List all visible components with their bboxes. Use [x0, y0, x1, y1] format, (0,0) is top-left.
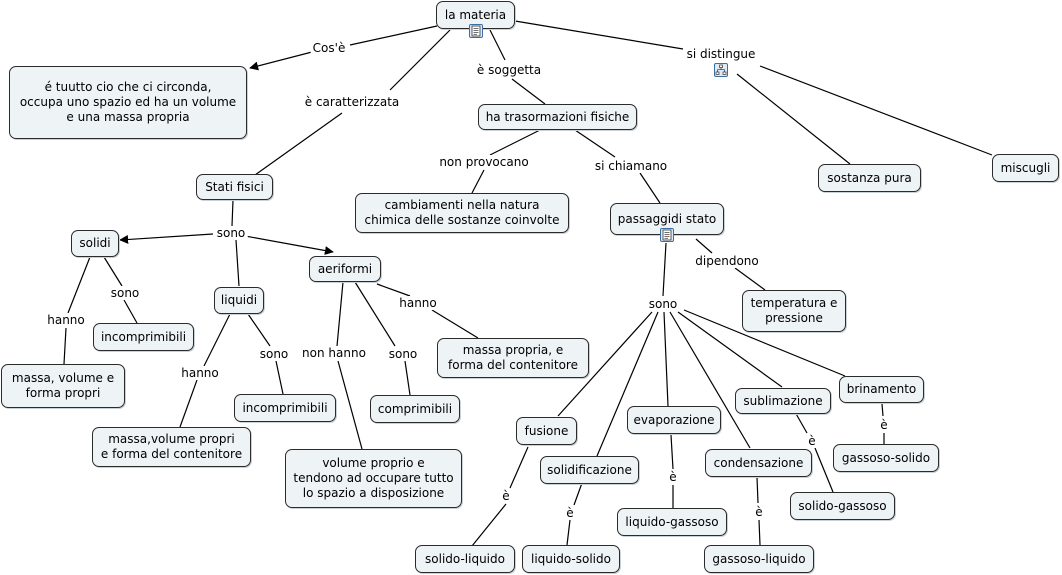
node-liquidi[interactable]: liquidi	[214, 287, 264, 314]
document-icon[interactable]	[660, 228, 674, 242]
node-definizione[interactable]: é tuutto cio che ci circonda, occupa uno…	[9, 66, 247, 139]
node-sostanza-pura[interactable]: sostanza pura	[818, 164, 921, 192]
node-temperatura-pressione[interactable]: temperatura e pressione	[742, 290, 846, 332]
label-dipendono: dipendono	[693, 254, 761, 268]
label-e-brinamento: è	[878, 418, 890, 432]
node-fusione[interactable]: fusione	[516, 417, 577, 445]
node-miscugli[interactable]: miscugli	[992, 154, 1059, 182]
label-sono-solidi: sono	[108, 286, 142, 300]
node-solido-liquido[interactable]: solido-liquido	[415, 545, 515, 573]
node-massa-forma-contenitore[interactable]: massa propria, e forma del contenitore	[437, 338, 589, 378]
hierarchy-icon[interactable]	[714, 63, 728, 77]
label-cose: Cos'è	[310, 41, 348, 55]
label-si-distingue: si distingue	[684, 47, 758, 61]
node-massa-volume-contenitore[interactable]: massa,volume propri e forma del contenit…	[92, 427, 251, 467]
node-solidi[interactable]: solidi	[71, 230, 119, 257]
node-gassoso-solido[interactable]: gassoso-solido	[833, 444, 939, 472]
label-non-hanno: non hanno	[300, 346, 368, 360]
label-sono-stati: sono	[214, 226, 248, 240]
label-si-chiamano: si chiamano	[592, 159, 670, 173]
label-e-fusione: è	[500, 489, 512, 503]
label-non-provocano: non provocano	[437, 155, 531, 169]
label-caratterizzata: è caratterizzata	[302, 95, 402, 109]
label-e-evaporazione: è	[667, 470, 679, 484]
label-hanno-solidi: hanno	[45, 313, 87, 327]
node-incomprimibili-solidi[interactable]: incomprimibili	[93, 323, 194, 351]
node-evaporazione[interactable]: evaporazione	[627, 406, 721, 434]
node-liquido-solido[interactable]: liquido-solido	[522, 545, 620, 573]
node-condensazione[interactable]: condensazione	[705, 449, 812, 477]
label-hanno-liquidi: hanno	[179, 366, 221, 380]
label-e-solidificazione: è	[564, 506, 576, 520]
node-trasformazioni-fisiche[interactable]: ha trasormazioni fisiche	[478, 104, 637, 130]
document-icon[interactable]	[469, 24, 483, 38]
node-aeriformi[interactable]: aeriformi	[309, 256, 381, 282]
node-volume-proprio[interactable]: volume proprio e tendono ad occupare tut…	[285, 449, 462, 508]
label-soggetta: è soggetta	[474, 63, 544, 77]
node-liquido-gassoso[interactable]: liquido-gassoso	[617, 508, 727, 536]
node-massa-volume-forma[interactable]: massa, volume e forma propri	[1, 364, 125, 408]
node-solido-gassoso[interactable]: solido-gassoso	[790, 492, 895, 520]
node-brinamento[interactable]: brinamento	[839, 376, 924, 403]
node-cambiamenti[interactable]: cambiamenti nella natura chimica delle s…	[355, 193, 569, 233]
node-gassoso-liquido[interactable]: gassoso-liquido	[704, 545, 814, 573]
node-solidificazione[interactable]: solidificazione	[540, 456, 639, 484]
node-incomprimibili-liquidi[interactable]: incomprimibili	[234, 394, 336, 422]
label-sono-passaggi: sono	[646, 297, 680, 311]
label-sono-liquidi: sono	[257, 347, 291, 361]
label-sono-aeriformi: sono	[386, 347, 420, 361]
label-e-sublimazione: è	[806, 434, 818, 448]
node-stati-fisici[interactable]: Stati fisici	[196, 174, 273, 200]
label-e-condensazione: è	[753, 505, 765, 519]
node-sublimazione[interactable]: sublimazione	[735, 388, 831, 414]
node-comprimibili[interactable]: comprimibili	[370, 395, 460, 423]
label-hanno-aeriformi: hanno	[397, 296, 439, 310]
